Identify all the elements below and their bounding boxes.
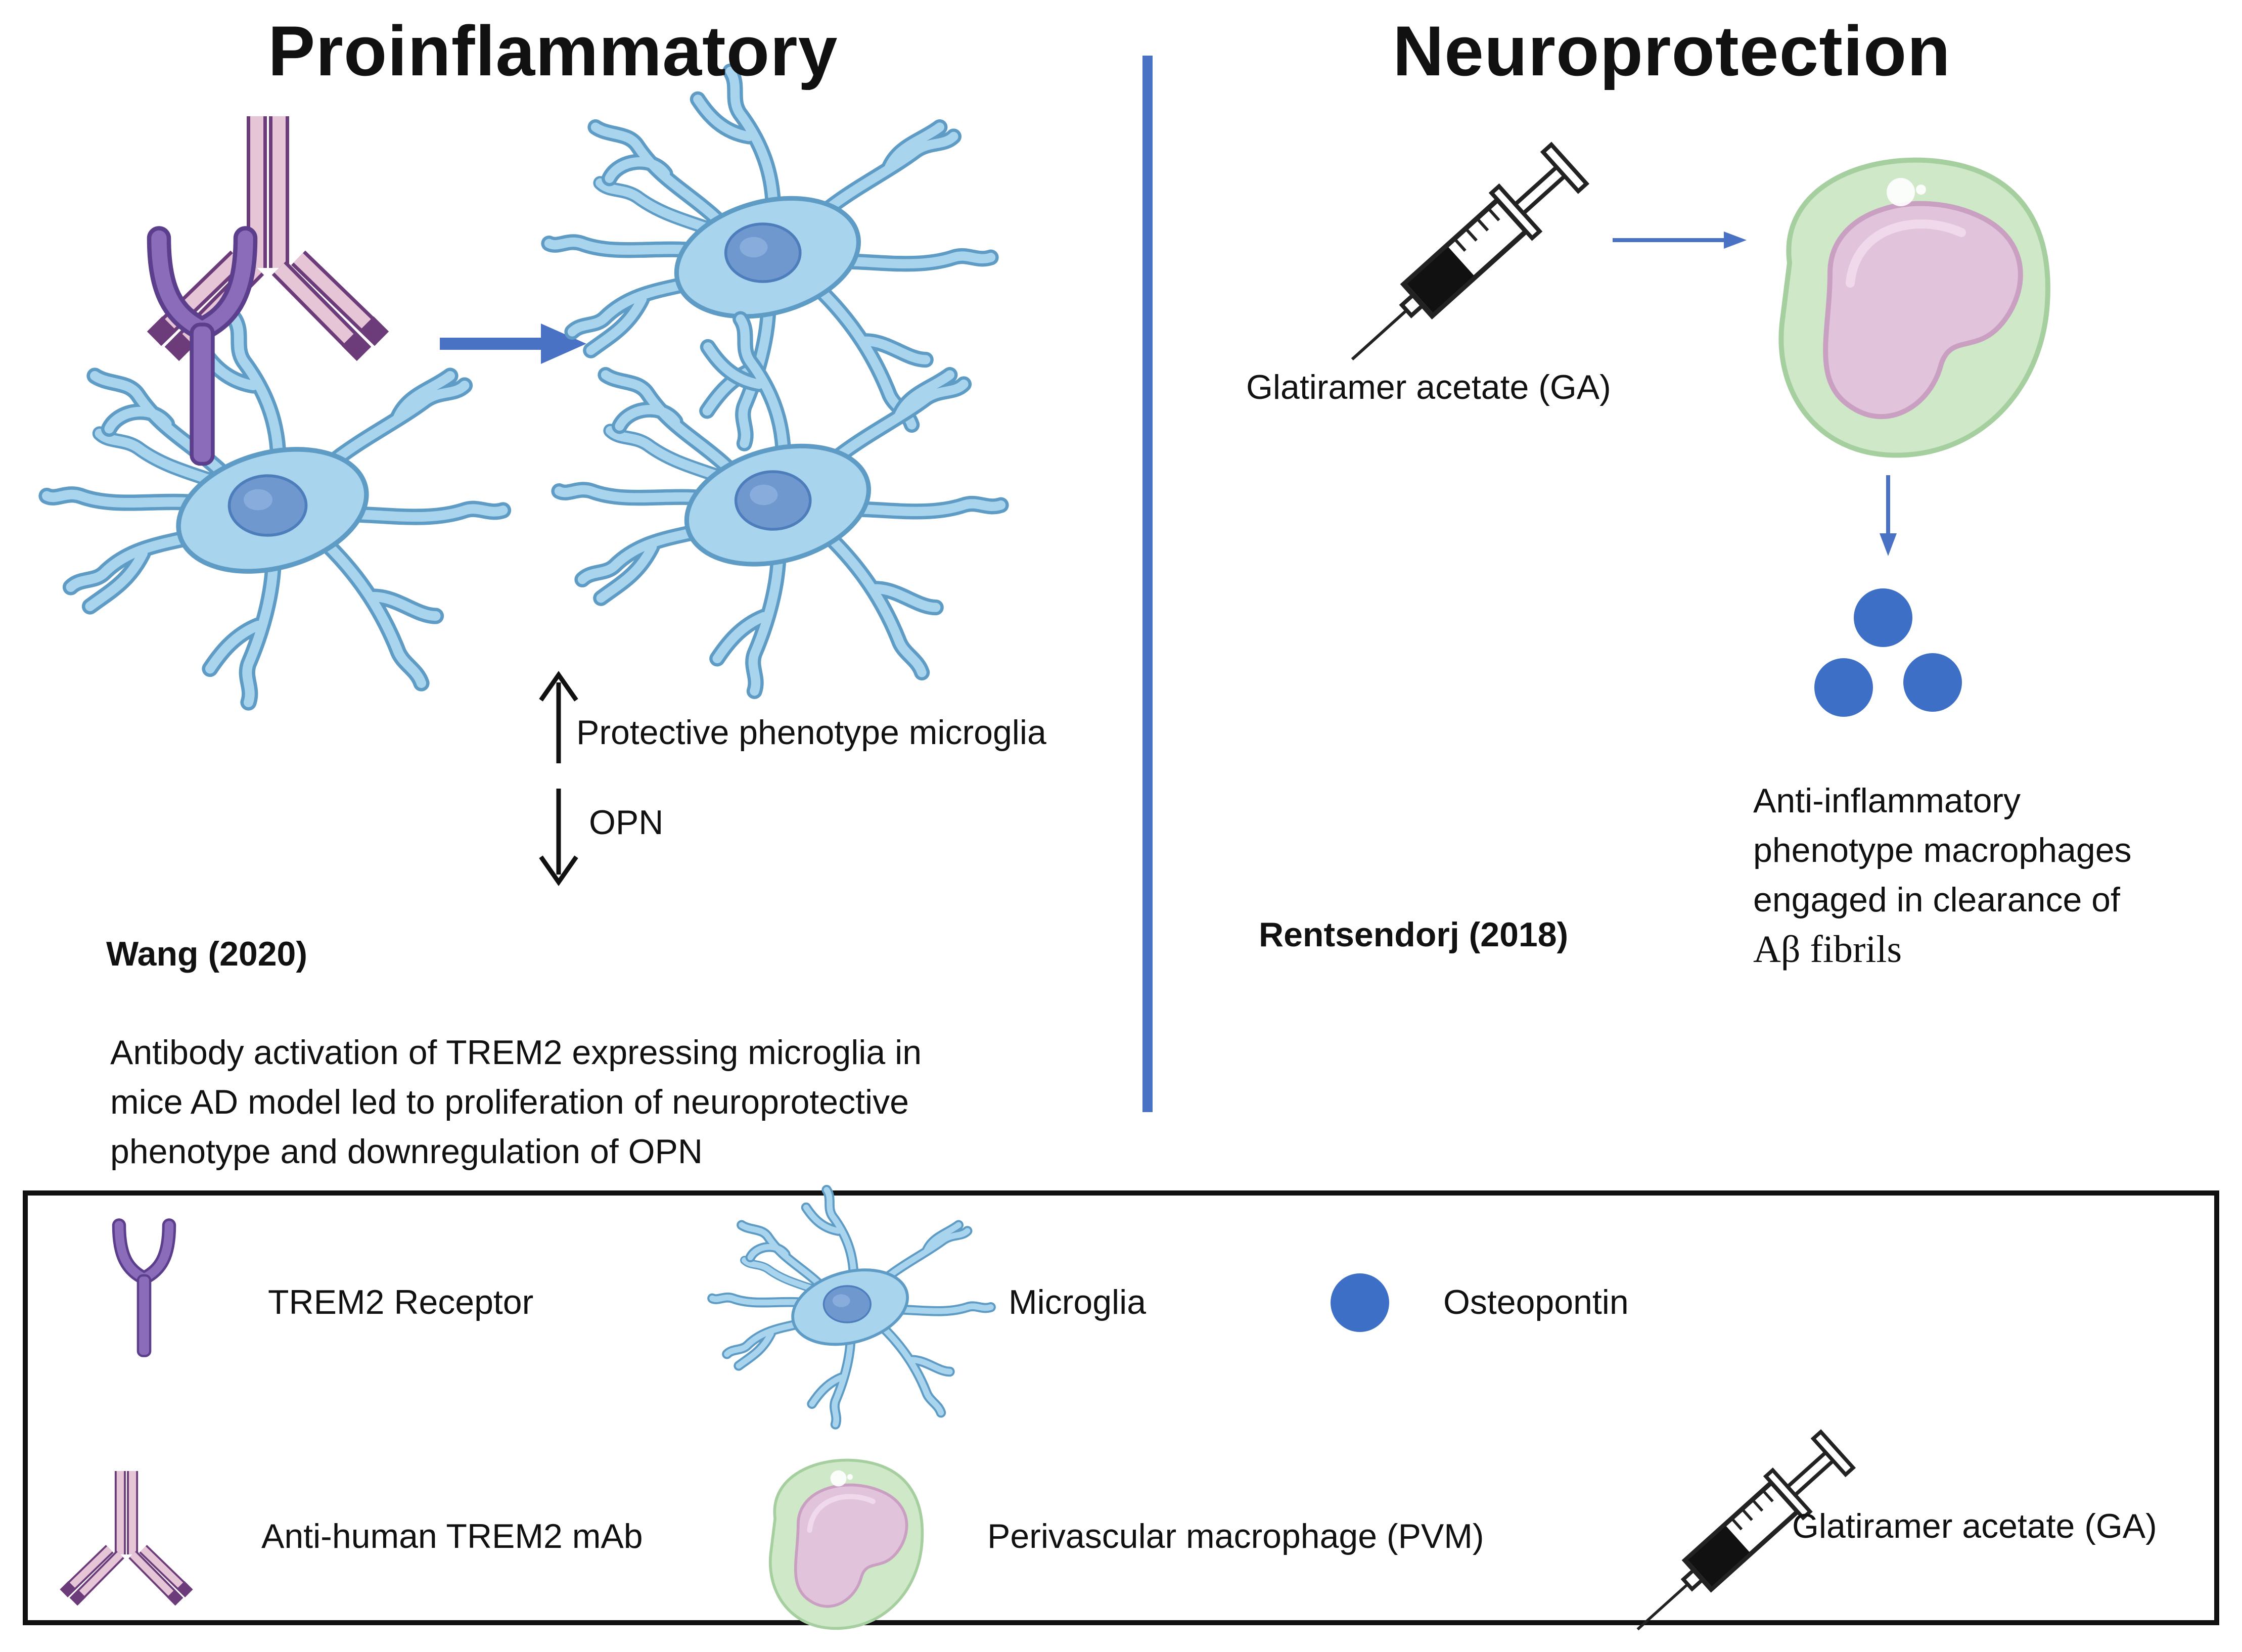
microglia-icon: [559, 319, 1001, 691]
clearance-arrow: [1880, 475, 1897, 556]
legend-label-syringe: Glatiramer acetate (GA): [1792, 1507, 2157, 1545]
microglia-icon: [47, 318, 503, 703]
outcome-line: Aβ fibrils: [1753, 928, 1902, 971]
legend-label-macrophage: Perivascular macrophage (PVM): [987, 1517, 1484, 1555]
osteopontin-icon: [1814, 658, 1873, 717]
heading-neuroprotection: Neuroprotection: [1393, 11, 1951, 90]
legend-label-antibody: Anti-human TREM2 mAb: [261, 1517, 643, 1555]
opn-label: OPN: [589, 803, 664, 842]
citation-rentsendorj: Rentsendorj (2018): [1259, 915, 1569, 954]
antibody-icon: [64, 1471, 189, 1602]
description-line: Antibody activation of TREM2 expressing …: [110, 1033, 922, 1072]
macrophage-icon: [770, 1460, 923, 1628]
up-arrow-icon: [539, 671, 578, 763]
outcome-description: Anti-inflammatory phenotype macrophages …: [1753, 776, 2132, 974]
description-line: phenotype and downregulation of OPN: [110, 1132, 703, 1171]
outcome-line: phenotype macrophages: [1753, 831, 2132, 869]
description-line: mice AD model led to proliferation of ne…: [110, 1083, 909, 1121]
left-description: Antibody activation of TREM2 expressing …: [110, 1028, 922, 1176]
macrophage-icon: [1781, 160, 2048, 455]
proliferation-arrow: [440, 324, 586, 364]
protective-phenotype-label: Protective phenotype microglia: [576, 713, 1046, 752]
trem2-receptor-icon: [119, 1225, 169, 1356]
legend-label-trem2-receptor: TREM2 Receptor: [268, 1283, 534, 1321]
syringe-label: Glatiramer acetate (GA): [1246, 368, 1611, 406]
heading-proinflammatory: Proinflammatory: [268, 11, 838, 90]
legend-label-osteopontin: Osteopontin: [1443, 1283, 1629, 1321]
osteopontin-icon: [1331, 1273, 1389, 1332]
down-arrow-icon: [539, 789, 578, 886]
syringe-icon: [1332, 142, 1589, 382]
outcome-line: Anti-inflammatory: [1753, 782, 2021, 820]
abeta-fibrils: [1814, 588, 1962, 717]
citation-wang: Wang (2020): [106, 935, 308, 973]
microglia-icon: [712, 1190, 991, 1425]
osteopontin-icon: [1854, 588, 1912, 647]
osteopontin-icon: [1903, 653, 1962, 712]
legend-box: [23, 1190, 2219, 1625]
legend-label-microglia: Microglia: [1009, 1283, 1147, 1321]
outcome-line: engaged in clearance of: [1753, 881, 2120, 919]
injection-arrow: [1613, 232, 1747, 249]
